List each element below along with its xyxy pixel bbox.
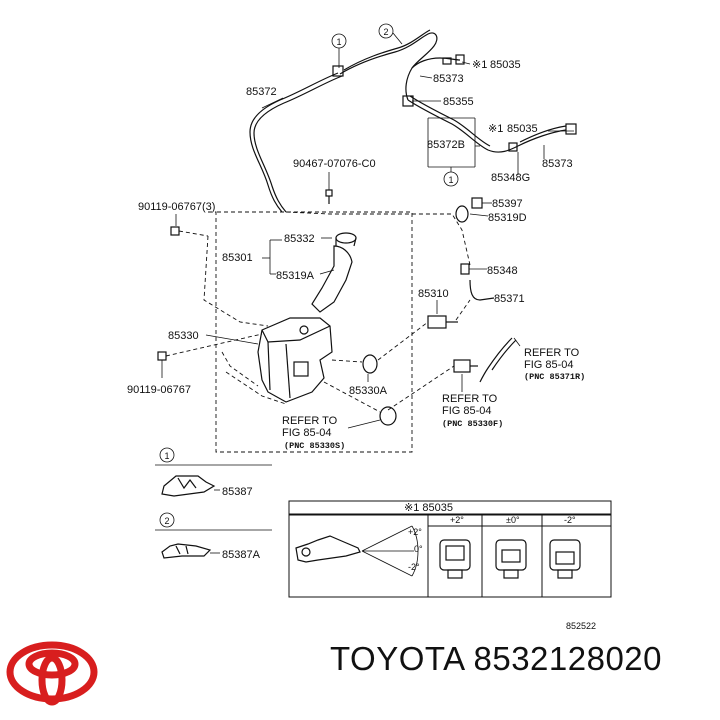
refer-note-mid: REFER TO FIG 85-04 (PNC 85330F): [387, 359, 503, 429]
angle-header-plus2: +2°: [450, 515, 464, 525]
svg-text:85301: 85301: [222, 252, 253, 264]
filler-neck: [311, 232, 357, 313]
bolt-90467: 90467-07076-C0: [293, 158, 376, 204]
svg-text:1: 1: [448, 175, 453, 185]
grommet-85330A: 85330A: [221, 351, 397, 426]
svg-text:1: 1: [164, 451, 169, 461]
angle-header-minus2: -2°: [564, 515, 576, 525]
label-85373-mid: 85373: [542, 158, 573, 170]
circle-marker-1-mid: 1: [443, 171, 459, 187]
bolt-90119: 90119-06767: [127, 333, 263, 396]
svg-text:REFER TO: REFER TO: [442, 393, 498, 405]
svg-text:FIG 85-04: FIG 85-04: [524, 359, 574, 371]
label-85035-mid: 85035: [507, 123, 538, 135]
svg-text:85319D: 85319D: [488, 212, 527, 224]
svg-text:REFER TO: REFER TO: [524, 347, 580, 359]
bolt-90119-3: 90119-06767(3): [138, 201, 215, 237]
svg-text:85371: 85371: [494, 293, 525, 305]
jet-minus2: [549, 539, 581, 579]
label-85373-top: 85373: [433, 73, 464, 85]
washer-tank: [257, 317, 333, 403]
svg-text:※1 85035: ※1 85035: [404, 502, 453, 514]
jet-zero: [495, 539, 527, 579]
refer-note-right: REFER TO FIG 85-04 (PNC 85371R): [479, 337, 585, 383]
pump-parts-right: 85397 85319D 85348 85371 85310: [377, 197, 527, 361]
svg-text:90119-06767: 90119-06767: [127, 384, 191, 396]
label-85355: 85355: [443, 96, 474, 108]
inset-85387: 1 85387: [155, 447, 272, 498]
svg-text:85330A: 85330A: [349, 385, 388, 397]
svg-text:FIG 85-04: FIG 85-04: [442, 405, 492, 417]
inset-85387A: 2 85387A: [155, 512, 272, 561]
svg-text:85310: 85310: [418, 288, 449, 300]
svg-text:1: 1: [336, 37, 341, 47]
svg-text:85387: 85387: [222, 486, 253, 498]
parts-diagram: 1 2 1 ※1 85035 85373 85372 85355 ※1 8503…: [127, 23, 612, 630]
svg-text:-2°: -2°: [408, 562, 420, 572]
brand-caption: TOYOTA 8532128020: [330, 640, 662, 678]
svg-text:85387A: 85387A: [222, 549, 261, 561]
circle-marker-1-top: 1: [331, 33, 347, 68]
refer-note-left: REFER TO FIG 85-04 (PNC 85330S): [282, 415, 381, 451]
svg-text:(PNC 85330S): (PNC 85330S): [284, 441, 345, 451]
circle-marker-2-top: 2: [378, 23, 403, 45]
svg-text:REFER TO: REFER TO: [282, 415, 338, 427]
svg-text:85330: 85330: [168, 330, 199, 342]
hose-assembly-top: [249, 29, 577, 213]
tank-labels: 85332 85301 85319A 85330: [168, 233, 335, 345]
svg-text:85348: 85348: [487, 265, 518, 277]
svg-text:2: 2: [383, 27, 388, 37]
label-85372B: 85372B: [427, 139, 465, 151]
part-number: 8532128020: [473, 640, 663, 677]
svg-text:FIG 85-04: FIG 85-04: [282, 427, 332, 439]
svg-text:0°: 0°: [414, 544, 423, 554]
figure-reference-number: 852522: [566, 621, 596, 630]
svg-text:2: 2: [164, 516, 169, 526]
jet-plus2: [439, 539, 471, 579]
svg-text:85319A: 85319A: [276, 270, 315, 282]
nozzle-angle-table: ※1 85035 +2° ±0° -2° +2° 0° -2°: [288, 500, 612, 598]
brand-name: TOYOTA: [330, 640, 464, 677]
svg-text:90467-07076-C0: 90467-07076-C0: [293, 158, 376, 170]
label-85035-top: ※1: [472, 59, 487, 71]
svg-text:(PNC 85330F): (PNC 85330F): [442, 419, 503, 429]
leader-lines-top: [261, 61, 574, 175]
svg-text:+2°: +2°: [408, 527, 422, 537]
svg-text:85332: 85332: [284, 233, 315, 245]
toyota-logo: [6, 641, 98, 706]
label-85348G: 85348G: [491, 172, 530, 184]
label-85372: 85372: [246, 86, 277, 98]
svg-text:(PNC 85371R): (PNC 85371R): [524, 372, 585, 382]
tank-group-outline: [208, 211, 413, 453]
angle-header-zero: ±0°: [506, 515, 520, 525]
label-85035-mid-mark: ※1: [488, 123, 503, 135]
svg-text:90119-06767(3): 90119-06767(3): [138, 201, 215, 213]
label-85035-top-num: 85035: [490, 59, 521, 71]
svg-text:85397: 85397: [492, 198, 523, 210]
